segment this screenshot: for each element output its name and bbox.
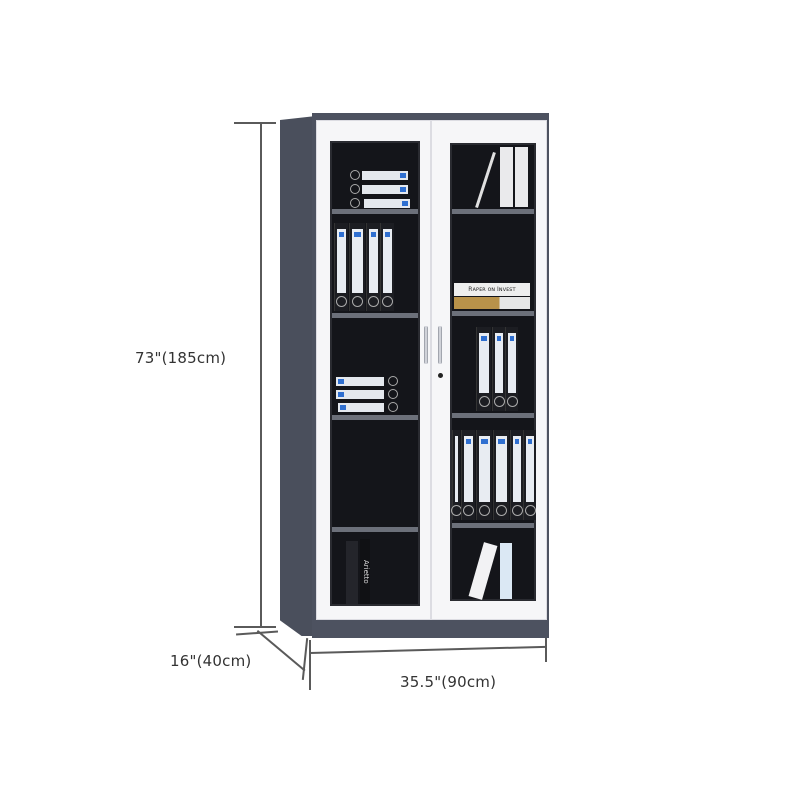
depth-dimension-front-tick (301, 638, 308, 680)
width-label: 35.5"(90cm) (400, 673, 497, 691)
decorative-branch-icon (475, 151, 496, 209)
binder-vertical (461, 430, 475, 520)
binder-vertical (451, 430, 462, 520)
shelf (452, 311, 534, 316)
binder-vertical (476, 327, 491, 411)
binder-vertical (334, 223, 348, 311)
lock-icon (438, 373, 443, 378)
shelf (452, 209, 534, 214)
shelf (452, 413, 534, 418)
binder-vertical (380, 223, 394, 311)
depth-label: 16"(40cm) (170, 652, 252, 670)
storage-box (500, 147, 513, 207)
binder-vertical (523, 430, 536, 520)
cabinet-plinth (312, 620, 549, 638)
binder-ring-icon (350, 184, 360, 194)
binder-ring-icon (350, 170, 360, 180)
depth-dimension-line (257, 630, 306, 672)
book-horizontal: Rᴀᴘᴇʀ ᴏɴ Iɴᴠᴇsᴛ (454, 283, 530, 296)
width-dimension-right-tick (545, 620, 547, 662)
book-horizontal (454, 297, 530, 309)
binder-vertical (366, 223, 380, 311)
book-spine-arietto: Arietto (360, 539, 370, 604)
binder-vertical (349, 223, 365, 311)
binder-vertical (476, 430, 492, 520)
left-door-glass: Arietto (330, 141, 420, 606)
book-leaning (468, 542, 498, 600)
binder-horizontal (364, 199, 410, 208)
binder-horizontal (336, 390, 384, 399)
right-door-handle[interactable] (438, 326, 442, 364)
binder-ring-icon (388, 389, 398, 399)
shelf (332, 313, 418, 318)
binder-horizontal (362, 185, 408, 194)
book-standing (500, 543, 512, 599)
binder-horizontal (336, 377, 384, 386)
left-door-handle[interactable] (424, 326, 428, 364)
left-door[interactable]: Arietto (316, 120, 431, 620)
right-door-glass: Rᴀᴘᴇʀ ᴏɴ Iɴᴠᴇsᴛ (450, 143, 536, 601)
binder-horizontal (362, 171, 408, 180)
right-door[interactable]: Rᴀᴘᴇʀ ᴏɴ Iɴᴠᴇsᴛ (431, 120, 547, 620)
height-dimension-top-tick (234, 122, 276, 124)
binder-horizontal (338, 403, 384, 412)
binder-vertical (505, 327, 518, 411)
cabinet-side-panel (280, 116, 316, 636)
height-label: 73"(185cm) (135, 349, 227, 367)
height-dimension-line (260, 122, 262, 627)
binder-vertical (493, 430, 509, 520)
width-dimension-left-tick (309, 640, 311, 690)
book-spine (346, 541, 358, 604)
shelf (332, 415, 418, 420)
width-dimension-line (310, 645, 546, 654)
binder-vertical (510, 430, 523, 520)
shelf (332, 527, 418, 532)
storage-box (515, 147, 528, 207)
shelf (452, 523, 534, 528)
binder-ring-icon (388, 376, 398, 386)
height-dimension-bottom-tick (234, 626, 276, 628)
binder-ring-icon (388, 402, 398, 412)
shelf (332, 209, 418, 214)
binder-ring-icon (350, 198, 360, 208)
binder-vertical (492, 327, 505, 411)
